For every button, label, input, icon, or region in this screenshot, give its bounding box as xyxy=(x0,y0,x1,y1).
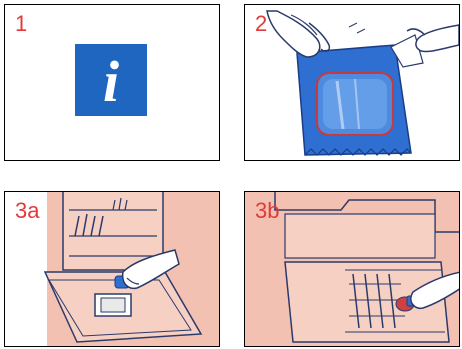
step-3a-panel: 3a xyxy=(4,191,220,347)
step-label: 3b xyxy=(255,200,279,222)
dishwasher-tablet-packet-icon xyxy=(245,5,460,161)
info-glyph: i xyxy=(103,53,119,111)
step-label: 3a xyxy=(15,200,39,222)
step-label: 1 xyxy=(15,13,27,35)
step-2-panel: 2 xyxy=(244,4,460,161)
step-3b-panel: 3b xyxy=(244,191,460,347)
info-icon: i xyxy=(75,44,147,116)
step-label: 2 xyxy=(255,13,267,35)
step-1-panel: 1 i xyxy=(4,4,220,161)
